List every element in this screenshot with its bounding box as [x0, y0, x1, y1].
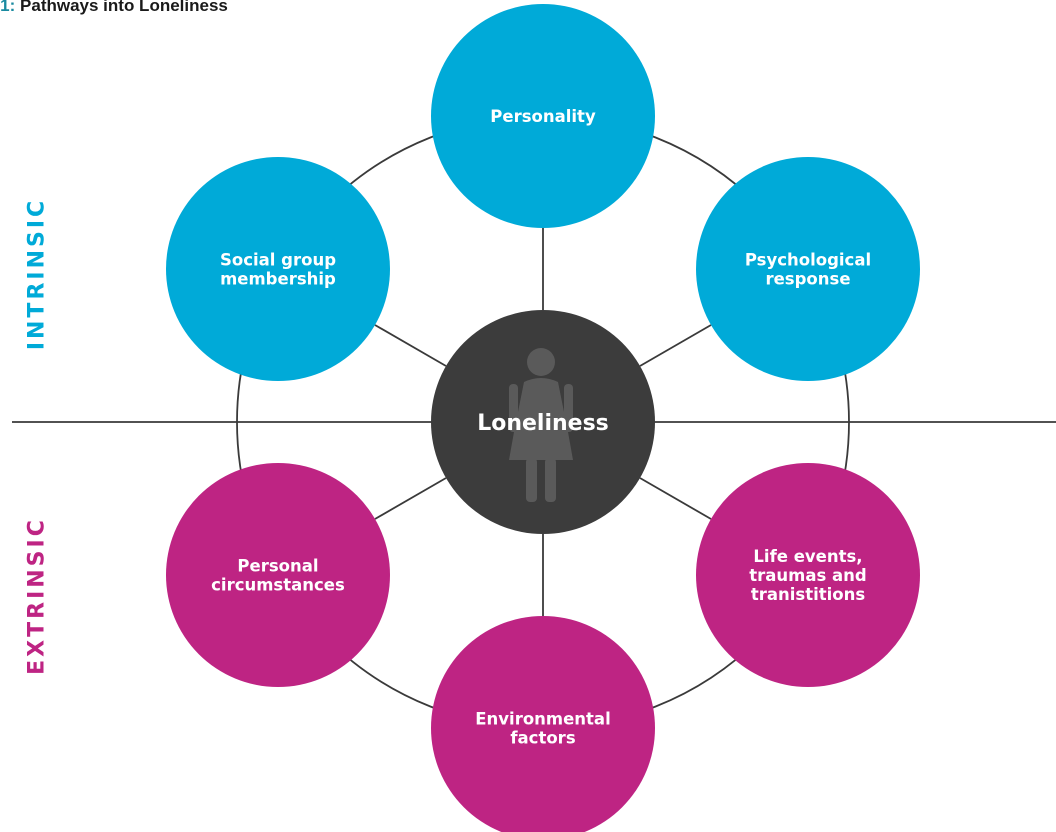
node-label-personality: Personality — [490, 107, 596, 126]
node-label-personal-circumstances: circumstances — [211, 576, 345, 595]
spoke-social-group-membership — [374, 324, 447, 367]
extrinsic-label: EXTRINSIC — [24, 517, 50, 675]
figure-number: e 1: — [0, 0, 16, 15]
spokes — [374, 228, 712, 616]
node-label-life-events: traumas and — [749, 566, 867, 585]
node-circle-social-group-membership — [165, 157, 390, 381]
node-label-environmental-factors: factors — [510, 729, 575, 748]
node-personality: Personality — [431, 4, 655, 228]
node-label-social-group-membership: membership — [220, 270, 336, 289]
intrinsic-label: INTRINSIC — [24, 197, 50, 351]
center-node: Loneliness — [431, 310, 655, 534]
node-circle-environmental-factors — [431, 616, 655, 832]
spoke-life-events — [639, 477, 712, 520]
node-label-life-events: Life events, — [753, 547, 862, 566]
node-label-life-events: tranistitions — [751, 585, 866, 604]
figure-title-text: Pathways into Loneliness — [20, 0, 228, 15]
spoke-personal-circumstances — [374, 477, 447, 520]
center-label: Loneliness — [477, 411, 609, 436]
spoke-psychological-response — [639, 324, 712, 367]
node-label-psychological-response: response — [765, 270, 850, 289]
node-circle-life-events — [696, 463, 921, 687]
node-label-social-group-membership: Social group — [220, 251, 336, 270]
node-label-personal-circumstances: Personal — [237, 557, 318, 576]
figure-title: e 1: Pathways into Loneliness — [0, 0, 228, 16]
node-circle-personal-circumstances — [165, 463, 390, 687]
node-label-psychological-response: Psychological — [745, 251, 871, 270]
node-label-environmental-factors: Environmental — [475, 710, 610, 729]
person-icon — [509, 348, 573, 502]
node-circle-personality — [431, 4, 655, 228]
node-circle-psychological-response — [696, 157, 921, 381]
